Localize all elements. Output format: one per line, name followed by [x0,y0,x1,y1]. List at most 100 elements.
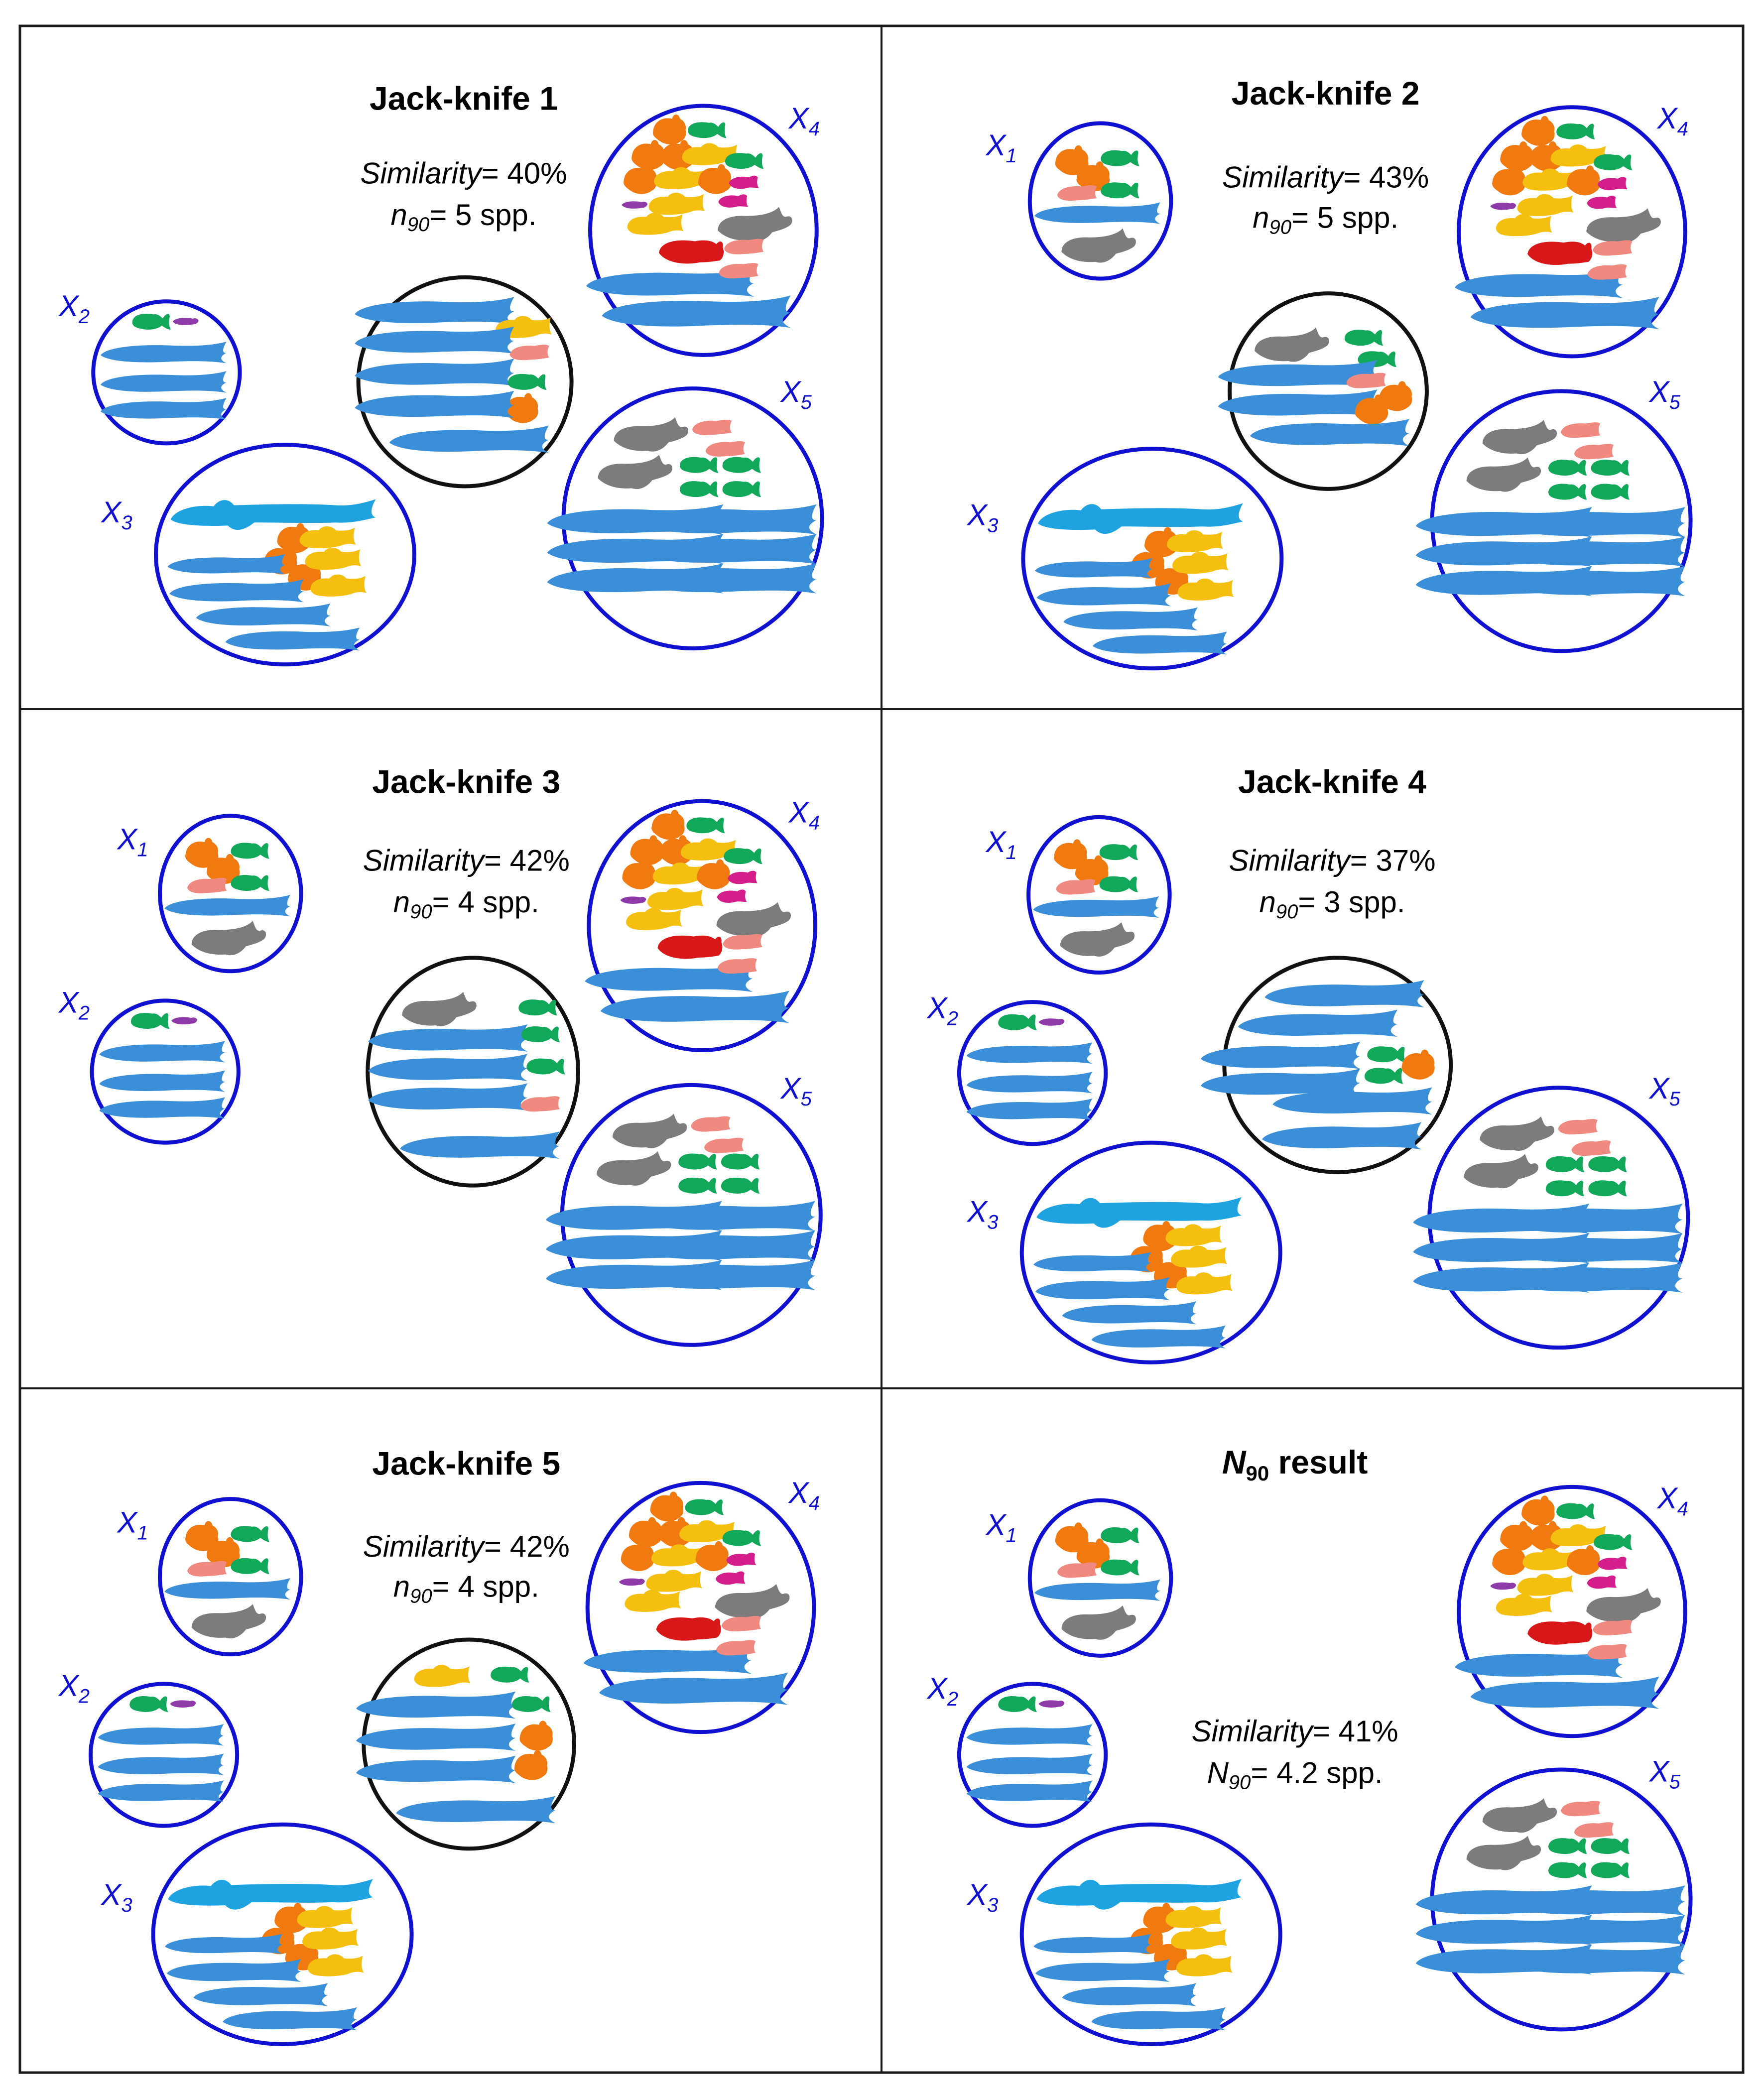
site-label: X4 [1656,1481,1688,1520]
green-fish-icon [1101,1527,1139,1544]
site-x2 [90,998,241,1145]
n90-stat: n90= 4 spp. [393,885,539,923]
jackknife-sample [1200,956,1453,1174]
green-fish-icon [724,848,762,864]
site-x5 [1415,389,1693,653]
green-fish-icon [491,1666,529,1683]
site-label: X1 [985,1508,1017,1547]
green-fish-icon [1364,1068,1403,1084]
similarity-stat: Similarity= 42% [363,1530,570,1563]
site-label: X5 [1648,1755,1681,1793]
green-fish-icon [231,1558,269,1574]
similarity-stat: Similarity= 41% [1192,1715,1398,1748]
site-x1 [1027,1498,1173,1658]
site-x4 [586,104,819,357]
site-label: X2 [926,991,958,1029]
green-fish-icon [511,1696,551,1712]
green-fish-icon [1548,1862,1587,1878]
panel-title: Jack-knife 4 [1238,763,1426,800]
green-fish-icon [721,1177,760,1194]
green-fish-icon [1545,1180,1585,1197]
site-x4 [1455,105,1687,359]
green-fish-icon [1548,1838,1587,1854]
site-label: X2 [926,1672,958,1710]
n90-stat: N90= 4.2 spp. [1207,1756,1383,1793]
jackknife-sample [355,275,574,489]
green-fish-icon [721,1153,760,1170]
green-fish-icon [1556,123,1595,139]
green-fish-icon [1594,1534,1633,1550]
red-fish-icon [1527,242,1593,265]
site-label: X2 [58,1669,90,1708]
green-fish-icon [130,1013,170,1029]
panel-title: Jack-knife 3 [372,763,560,800]
site-x1 [1026,815,1172,975]
site-x2 [91,299,242,446]
green-fish-icon [1591,1838,1630,1854]
site-label: X5 [1648,375,1681,413]
green-fish-icon [1099,876,1138,892]
green-fish-icon [1545,1156,1585,1172]
green-fish-icon [231,843,269,859]
site-label: X3 [966,1195,998,1233]
green-fish-icon [680,457,719,473]
site-x1 [158,1497,303,1657]
green-fish-icon [722,481,761,497]
green-fish-icon [1556,1503,1595,1519]
green-fish-icon [1099,844,1138,861]
green-fish-icon [685,1499,724,1515]
site-x4 [1455,1484,1687,1738]
jackknife-sample [366,956,580,1188]
green-fish-icon [1367,1046,1406,1063]
red-fish-icon [656,1617,721,1641]
panel-title: Jack-knife 2 [1232,75,1420,112]
green-fish-icon [688,122,727,138]
site-label: X1 [985,825,1017,863]
green-fish-icon [1591,460,1630,476]
site-label: X5 [1648,1072,1681,1110]
site-label: X5 [780,375,812,413]
green-fish-icon [678,1177,717,1194]
site-label: X3 [100,495,132,534]
site-x4 [585,799,818,1052]
green-fish-icon [521,1026,560,1042]
site-label: X4 [788,102,820,140]
n90-stat: n90= 4 spp. [393,1570,539,1607]
panel-jackknife-3: Jack-knife 3 Similarity= 42% n90= 4 spp. X1… [58,763,823,1347]
site-label: X3 [966,1878,998,1916]
green-fish-icon [1101,182,1139,199]
similarity-stat: Similarity= 42% [363,844,570,877]
site-x2 [957,1000,1108,1146]
site-label: X1 [116,822,148,861]
red-fish-icon [657,935,723,959]
green-fish-icon [722,1530,761,1546]
green-fish-icon [1594,154,1633,170]
site-x2 [957,1682,1108,1828]
green-fish-icon [725,153,764,169]
green-fish-icon [678,1153,717,1170]
site-x3 [153,443,416,667]
site-x1 [1027,121,1173,281]
panel-title: N90 result [1222,1444,1368,1485]
site-label: X4 [788,796,820,834]
site-label: X2 [58,986,90,1024]
green-fish-icon [1591,1862,1630,1878]
green-fish-icon [132,313,171,330]
site-label: X1 [116,1505,148,1544]
jackknife-sample [1218,291,1429,491]
green-fish-icon [1588,1156,1627,1172]
site-label: X3 [966,498,998,536]
green-fish-icon [231,874,269,891]
panel-title: Jack-knife 5 [372,1445,560,1482]
panel-jackknife-5: Jack-knife 5 Similarity= 42% n90= 4 spp. X1… [58,1445,820,2046]
green-fish-icon [231,1526,269,1542]
green-fish-icon [1344,330,1384,346]
green-fish-icon [518,999,557,1016]
similarity-stat: Similarity= 37% [1229,844,1435,877]
panel-grid-frame [18,24,1745,2074]
